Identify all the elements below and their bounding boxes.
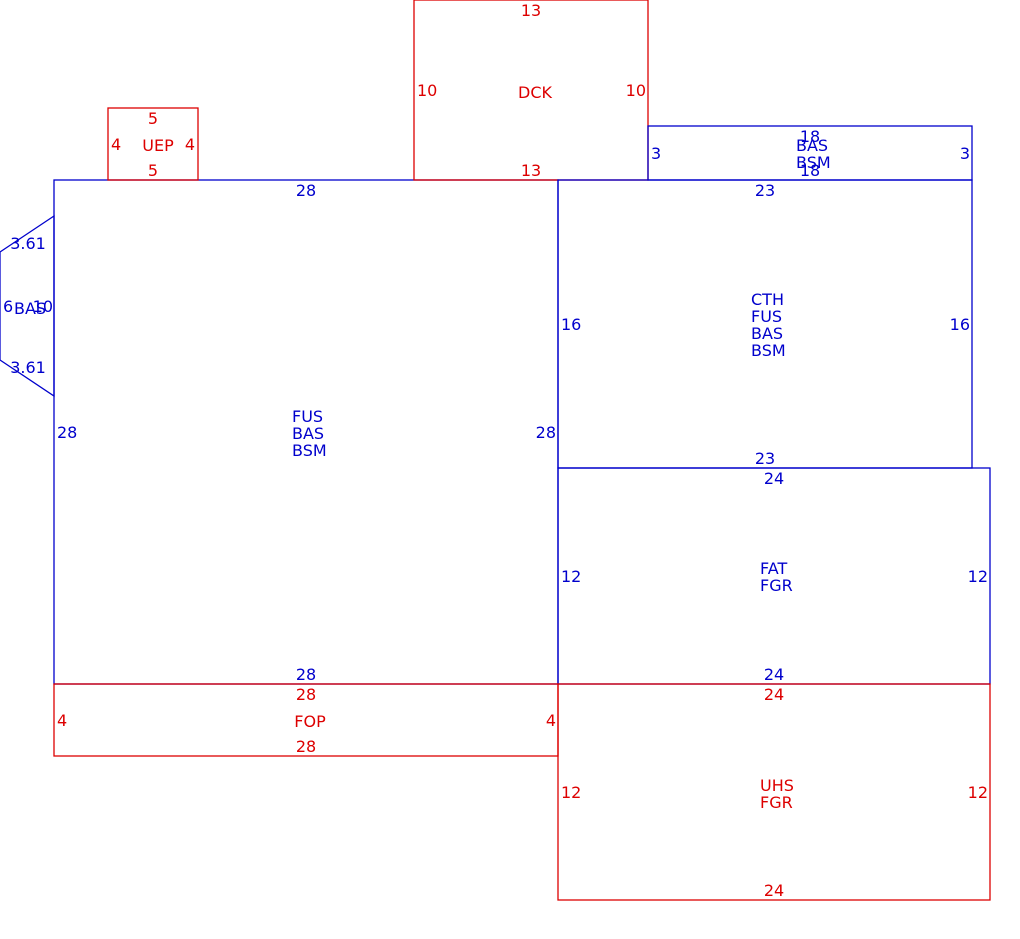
dck-dim-left: 10 bbox=[417, 81, 437, 100]
fop-dim-bottom: 28 bbox=[296, 737, 316, 756]
fat-dim-top: 24 bbox=[764, 469, 784, 488]
main-dim-bottom: 28 bbox=[296, 665, 316, 684]
bay-dim-lower-diag: 3.61 bbox=[10, 358, 46, 377]
bas-strip-dim-bottom: 18 bbox=[800, 161, 820, 180]
bay-code-1: BAS bbox=[14, 299, 46, 318]
main-code-2: BAS bbox=[292, 424, 324, 443]
bas-strip-code-2: BSM bbox=[796, 153, 831, 172]
main-code-3: BSM bbox=[292, 441, 327, 460]
cth-code-1: CTH bbox=[751, 290, 784, 309]
bay-area-outline bbox=[0, 214, 55, 398]
dck-area-outline bbox=[413, 0, 649, 181]
uhs-dim-right: 12 bbox=[968, 783, 988, 802]
fat-dim-bottom: 24 bbox=[764, 665, 784, 684]
bas-strip-dim-left: 3 bbox=[651, 144, 661, 163]
cth-dim-top: 23 bbox=[755, 181, 775, 200]
uep-dim-bottom: 5 bbox=[148, 161, 158, 180]
bay-dim-outer: 6 bbox=[3, 297, 13, 316]
fop-code-1: FOP bbox=[294, 712, 326, 731]
uhs-dim-bottom: 24 bbox=[764, 881, 784, 900]
dck-dim-right: 10 bbox=[626, 81, 646, 100]
cth-code-2: FUS bbox=[751, 307, 782, 326]
main-dim-left: 28 bbox=[57, 423, 77, 442]
cth-dim-bottom: 23 bbox=[755, 449, 775, 468]
fat-code-2: FGR bbox=[760, 576, 793, 595]
dck-code-1: DCK bbox=[518, 83, 552, 102]
fop-dim-top: 28 bbox=[296, 685, 316, 704]
uhs-dim-top: 24 bbox=[764, 685, 784, 704]
main-dim-top: 28 bbox=[296, 181, 316, 200]
dck-dim-top: 13 bbox=[521, 1, 541, 20]
bas-strip-dim-right: 3 bbox=[960, 144, 970, 163]
dck-dim-bottom: 13 bbox=[521, 161, 541, 180]
uep-dim-left: 4 bbox=[111, 135, 121, 154]
bas-strip-dim-top: 18 bbox=[800, 127, 820, 146]
bay-dim-upper-diag: 3.61 bbox=[10, 234, 46, 253]
main-dim-right: 28 bbox=[536, 423, 556, 442]
uhs-code-1: UHS bbox=[760, 776, 794, 795]
bas-strip-code-1: BAS bbox=[796, 136, 828, 155]
cth-dim-left: 16 bbox=[561, 315, 581, 334]
cth-code-3: BAS bbox=[751, 324, 783, 343]
uhs-code-2: FGR bbox=[760, 793, 793, 812]
fop-dim-left: 4 bbox=[57, 711, 67, 730]
uep-dim-right: 4 bbox=[185, 135, 195, 154]
main-code-1: FUS bbox=[292, 407, 323, 426]
cth-dim-right: 16 bbox=[950, 315, 970, 334]
uep-area-outline bbox=[107, 107, 199, 181]
uep-dim-top: 5 bbox=[148, 109, 158, 128]
uep-code-1: UEP bbox=[142, 136, 174, 155]
uhs-dim-left: 12 bbox=[561, 783, 581, 802]
fat-dim-right: 12 bbox=[968, 567, 988, 586]
fat-code-1: FAT bbox=[760, 559, 787, 578]
cth-code-4: BSM bbox=[751, 341, 786, 360]
uhs-area-outline bbox=[557, 683, 991, 901]
fop-dim-right: 4 bbox=[546, 711, 556, 730]
bay-dim-inner: 10 bbox=[33, 297, 53, 316]
fat-dim-left: 12 bbox=[561, 567, 581, 586]
